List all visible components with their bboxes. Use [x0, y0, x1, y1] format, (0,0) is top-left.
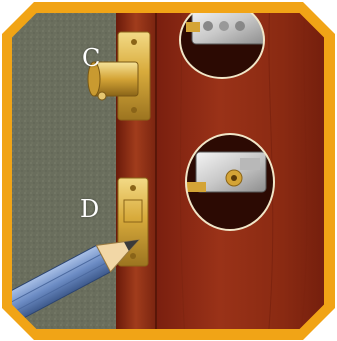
label-d: D: [80, 197, 99, 221]
label-c: C: [82, 46, 100, 70]
